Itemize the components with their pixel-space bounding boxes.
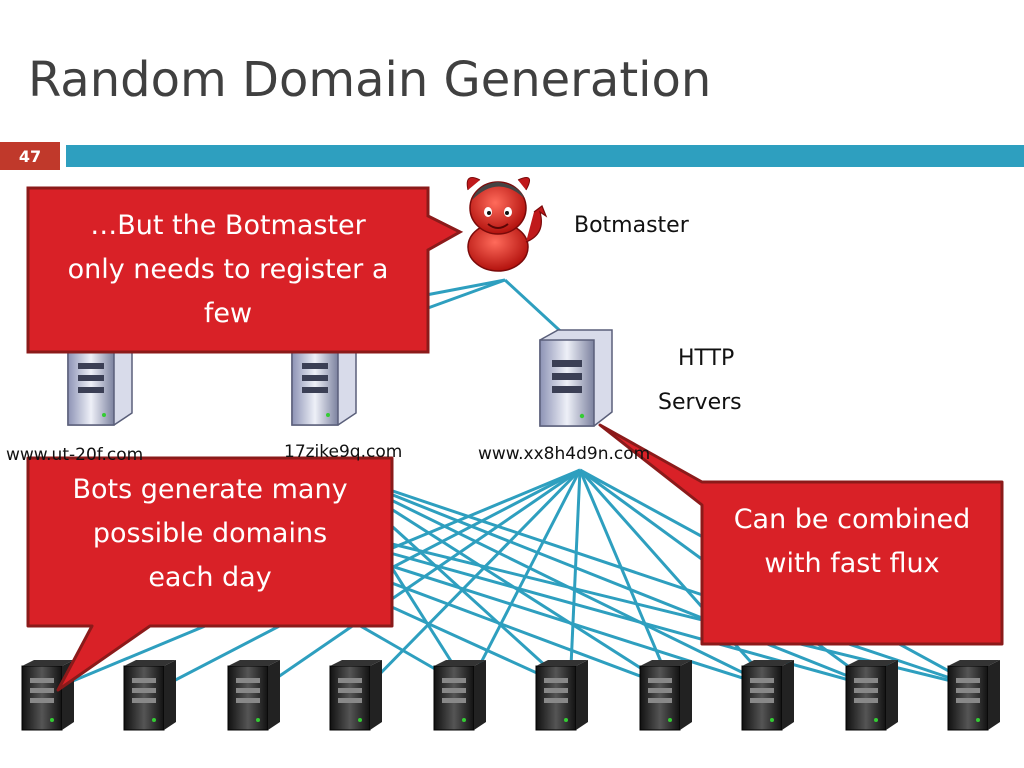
bot-pc-icon [535,660,588,731]
bot-pc-icon [329,660,382,731]
bot-pc-icon [227,660,280,731]
callout-fast-flux [598,423,1004,646]
domain-label: 17zike9q.com [284,442,403,462]
bot-machines [21,660,1000,731]
bot-pc-icon [21,660,74,731]
accent-bar [66,145,1024,167]
domain-label: www.xx8h4d9n.com [478,444,651,464]
callout-generate-many-text: Bots generate many possible domains each… [30,468,390,600]
callout-generate-many [26,456,394,692]
bot-pc-icon [741,660,794,731]
http-servers-label-line1: HTTP [678,346,735,371]
callout-line: only needs to register a [67,254,389,285]
callout-line: with fast flux [764,548,940,579]
callout-fast-flux-text: Can be combined with fast flux [704,498,1000,586]
domain-label: www.ut-20f.com [6,445,144,465]
bot-pc-icon [433,660,486,731]
callout-line: Bots generate many [72,474,348,505]
callout-line: Can be combined [733,504,971,535]
botmaster-label: Botmaster [574,213,689,238]
bot-pc-icon [639,660,692,731]
bot-pc-icon [845,660,898,731]
server-tower-icon [539,329,613,427]
callout-line: possible domains [92,518,328,549]
callout-line: each day [148,562,272,593]
slide-title: Random Domain Generation [28,52,712,108]
callout-register-few-text: …But the Botmaster only needs to registe… [30,204,426,336]
bot-pc-icon [123,660,176,731]
bot-pc-icon [947,660,1000,731]
callout-line: …But the Botmaster [90,210,366,241]
devil-icon [466,177,548,272]
slide-number: 47 [0,142,60,170]
http-servers-label-line2: Servers [658,390,742,415]
callout-line: few [203,298,253,329]
callout-register-few [26,186,464,354]
